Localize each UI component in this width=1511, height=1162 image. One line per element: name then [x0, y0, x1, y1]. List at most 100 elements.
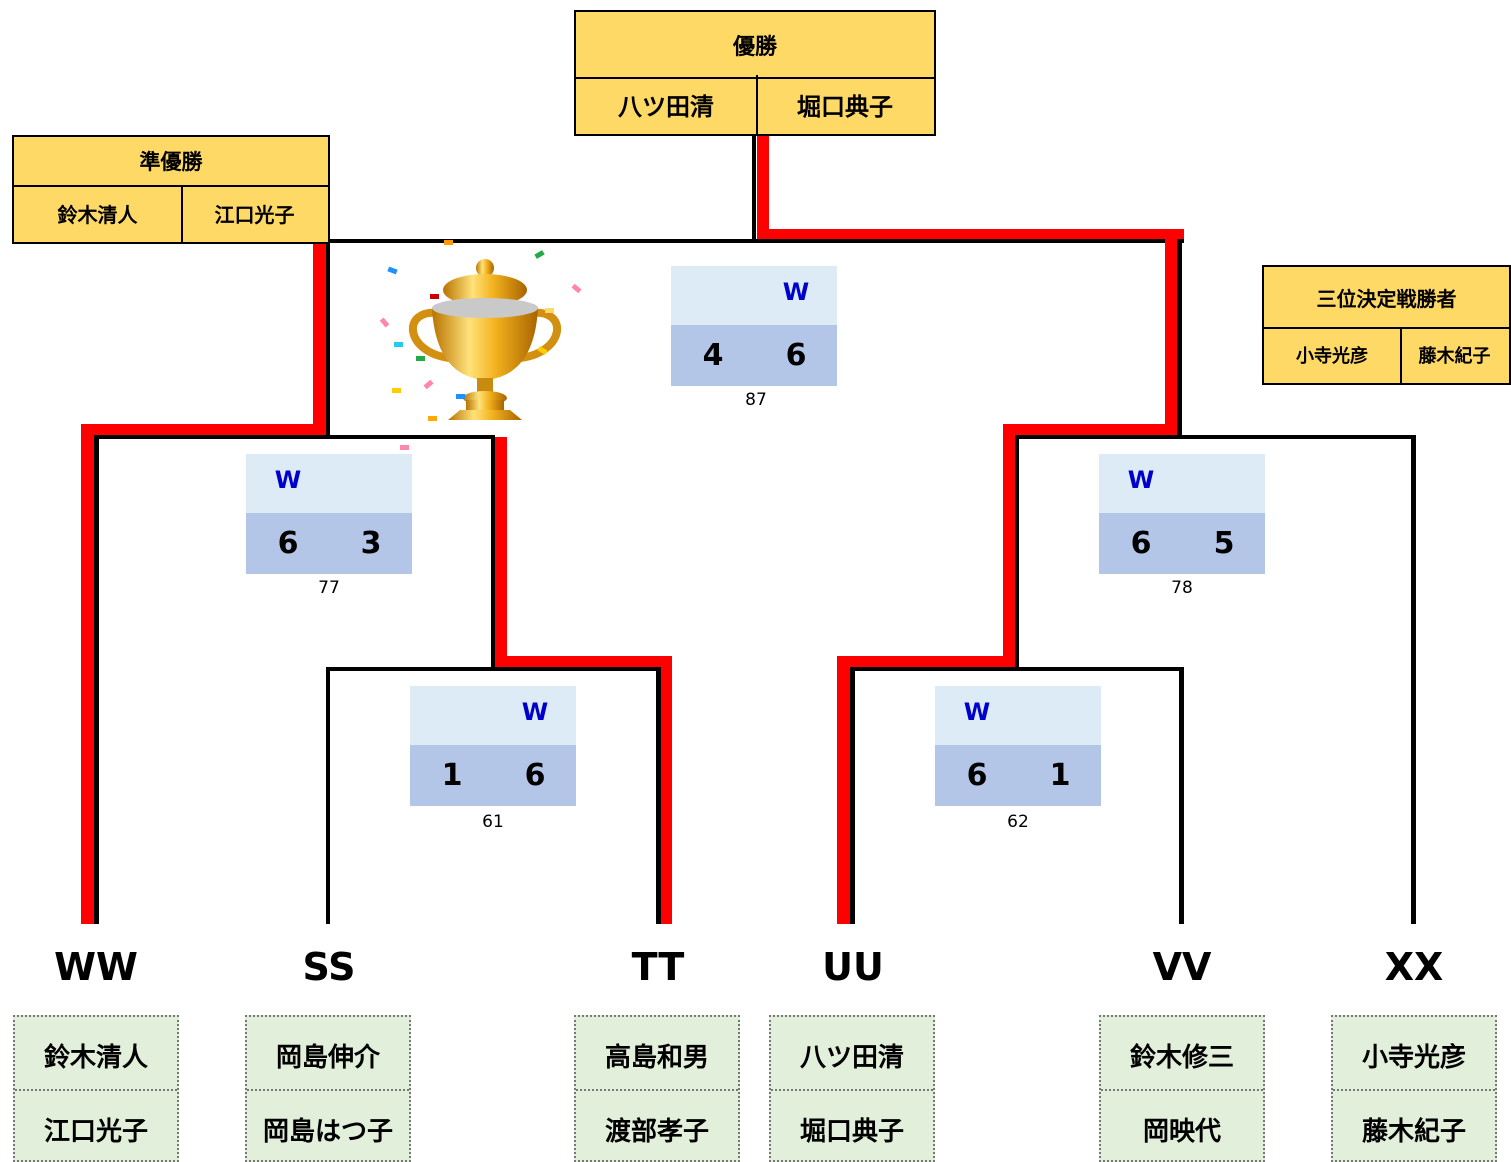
player-name: 堀口典子 [799, 1117, 904, 1147]
match-semi-right-score: W 6 5 [1099, 454, 1265, 574]
win-path-tt [661, 667, 672, 924]
confetti-piece [428, 416, 437, 421]
match-semi-left-score: W 6 3 [246, 454, 412, 574]
semi-right-bar [1016, 435, 1416, 439]
third-place-box: 三位決定戦勝者 小寺光彦 藤木紀子 [1262, 265, 1511, 385]
qf-left-bar [326, 667, 661, 671]
confetti-piece [430, 294, 439, 299]
player-name: 藤木紀子 [1361, 1117, 1466, 1147]
semi-left-right-drop [491, 435, 495, 669]
win-path-semi-right-bar [1003, 424, 1177, 435]
third-place-player-2: 藤木紀子 [1418, 346, 1491, 367]
confetti-piece [416, 356, 425, 361]
team-code-tt: TT [631, 945, 685, 989]
team-ww-players: 鈴木清人 江口光子 [13, 1015, 179, 1162]
champion-player-2: 堀口典子 [797, 93, 893, 121]
match-number: 61 [482, 812, 504, 832]
win-path-final-right [757, 229, 1184, 240]
confetti-piece [400, 445, 409, 450]
player-name: 鈴木清人 [43, 1043, 148, 1073]
player-name: 高島和男 [604, 1043, 709, 1073]
team-uu-players: 八ツ田清 堀口典子 [769, 1015, 935, 1162]
match-number: 87 [745, 390, 767, 410]
score-left: 6 [966, 758, 988, 793]
team-code-ss: SS [302, 945, 356, 989]
tt-line [656, 667, 661, 924]
team-code-uu: UU [822, 945, 884, 989]
team-code-ww: WW [54, 945, 138, 989]
runner-up-player-1: 鈴木清人 [14, 185, 183, 242]
match-qf-left-score: W 1 6 [410, 686, 576, 806]
ss-line [326, 667, 330, 924]
win-path-semi-left-drop [313, 239, 326, 436]
win-path-qf-left-bar [495, 656, 672, 667]
trophy-icon [379, 238, 590, 453]
score-right: 5 [1213, 526, 1235, 561]
champion-player-1: 八ツ田清 [576, 75, 758, 134]
final-right-drop [1177, 239, 1182, 438]
team-vv-players: 鈴木修三 岡映代 [1099, 1015, 1265, 1162]
win-path-qf-left-up [495, 437, 507, 657]
score-left: 1 [441, 758, 463, 793]
match-qf-right-score: W 6 1 [935, 686, 1101, 806]
match-number: 62 [1007, 812, 1029, 832]
confetti-piece [444, 240, 453, 245]
score-left: 6 [1130, 526, 1152, 561]
score-right: 3 [360, 526, 382, 561]
runner-up-box: 準優勝 鈴木清人 江口光子 [12, 135, 330, 244]
score-left: 4 [702, 338, 724, 373]
player-name: 小寺光彦 [1361, 1043, 1466, 1073]
win-path-final-right-drop [1165, 239, 1177, 438]
win-path-semi-left-bar [81, 424, 326, 435]
winner-mark: W [782, 278, 810, 306]
team-code-xx: XX [1384, 945, 1444, 989]
winner-mark: W [1127, 466, 1155, 494]
winner-mark: W [963, 698, 991, 726]
ww-line [94, 435, 99, 924]
semi-right-left-drop [1015, 435, 1019, 669]
player-name: 岡映代 [1142, 1117, 1221, 1147]
score-right: 1 [1049, 758, 1071, 793]
win-path-uu [837, 656, 850, 924]
champion-title: 優勝 [576, 12, 934, 79]
match-number: 77 [318, 578, 340, 598]
uu-line [850, 667, 855, 924]
final-stem-line [752, 135, 756, 242]
confetti-piece [392, 388, 401, 393]
semi-left-bar [94, 435, 494, 439]
win-path-qf-right-bar [837, 656, 1015, 667]
match-number: 78 [1171, 578, 1193, 598]
team-code-vv: VV [1152, 945, 1212, 989]
match-final-score: W 4 6 [671, 266, 837, 386]
final-bar [326, 239, 1184, 243]
score-left: 6 [277, 526, 299, 561]
winner-mark: W [274, 466, 302, 494]
confetti-piece [456, 394, 465, 399]
win-path-final-stem [757, 135, 769, 239]
team-tt-players: 高島和男 渡部孝子 [574, 1015, 740, 1162]
confetti-piece [394, 342, 403, 347]
player-name: 岡島伸介 [275, 1043, 380, 1073]
score-right: 6 [785, 338, 807, 373]
third-place-title: 三位決定戦勝者 [1264, 267, 1509, 329]
runner-up-player-2: 江口光子 [214, 203, 295, 227]
player-name: 鈴木修三 [1129, 1043, 1234, 1073]
champion-box: 優勝 八ツ田清 堀口典子 [574, 10, 936, 136]
vv-line [1179, 667, 1184, 924]
final-left-drop [326, 239, 330, 438]
confetti-piece [545, 308, 554, 313]
score-right: 6 [524, 758, 546, 793]
player-name: 岡島はつ子 [262, 1117, 393, 1147]
player-name: 渡部孝子 [604, 1117, 709, 1147]
player-name: 江口光子 [43, 1117, 148, 1147]
team-xx-players: 小寺光彦 藤木紀子 [1331, 1015, 1497, 1162]
win-path-ww [81, 424, 94, 924]
third-place-player-1: 小寺光彦 [1264, 327, 1402, 383]
qf-right-bar [850, 667, 1184, 671]
win-path-semi-right-drop [1003, 424, 1015, 657]
xx-line [1411, 435, 1416, 924]
runner-up-title: 準優勝 [14, 137, 328, 187]
player-name: 八ツ田清 [799, 1043, 904, 1073]
winner-mark: W [521, 698, 549, 726]
team-ss-players: 岡島伸介 岡島はつ子 [245, 1015, 411, 1162]
